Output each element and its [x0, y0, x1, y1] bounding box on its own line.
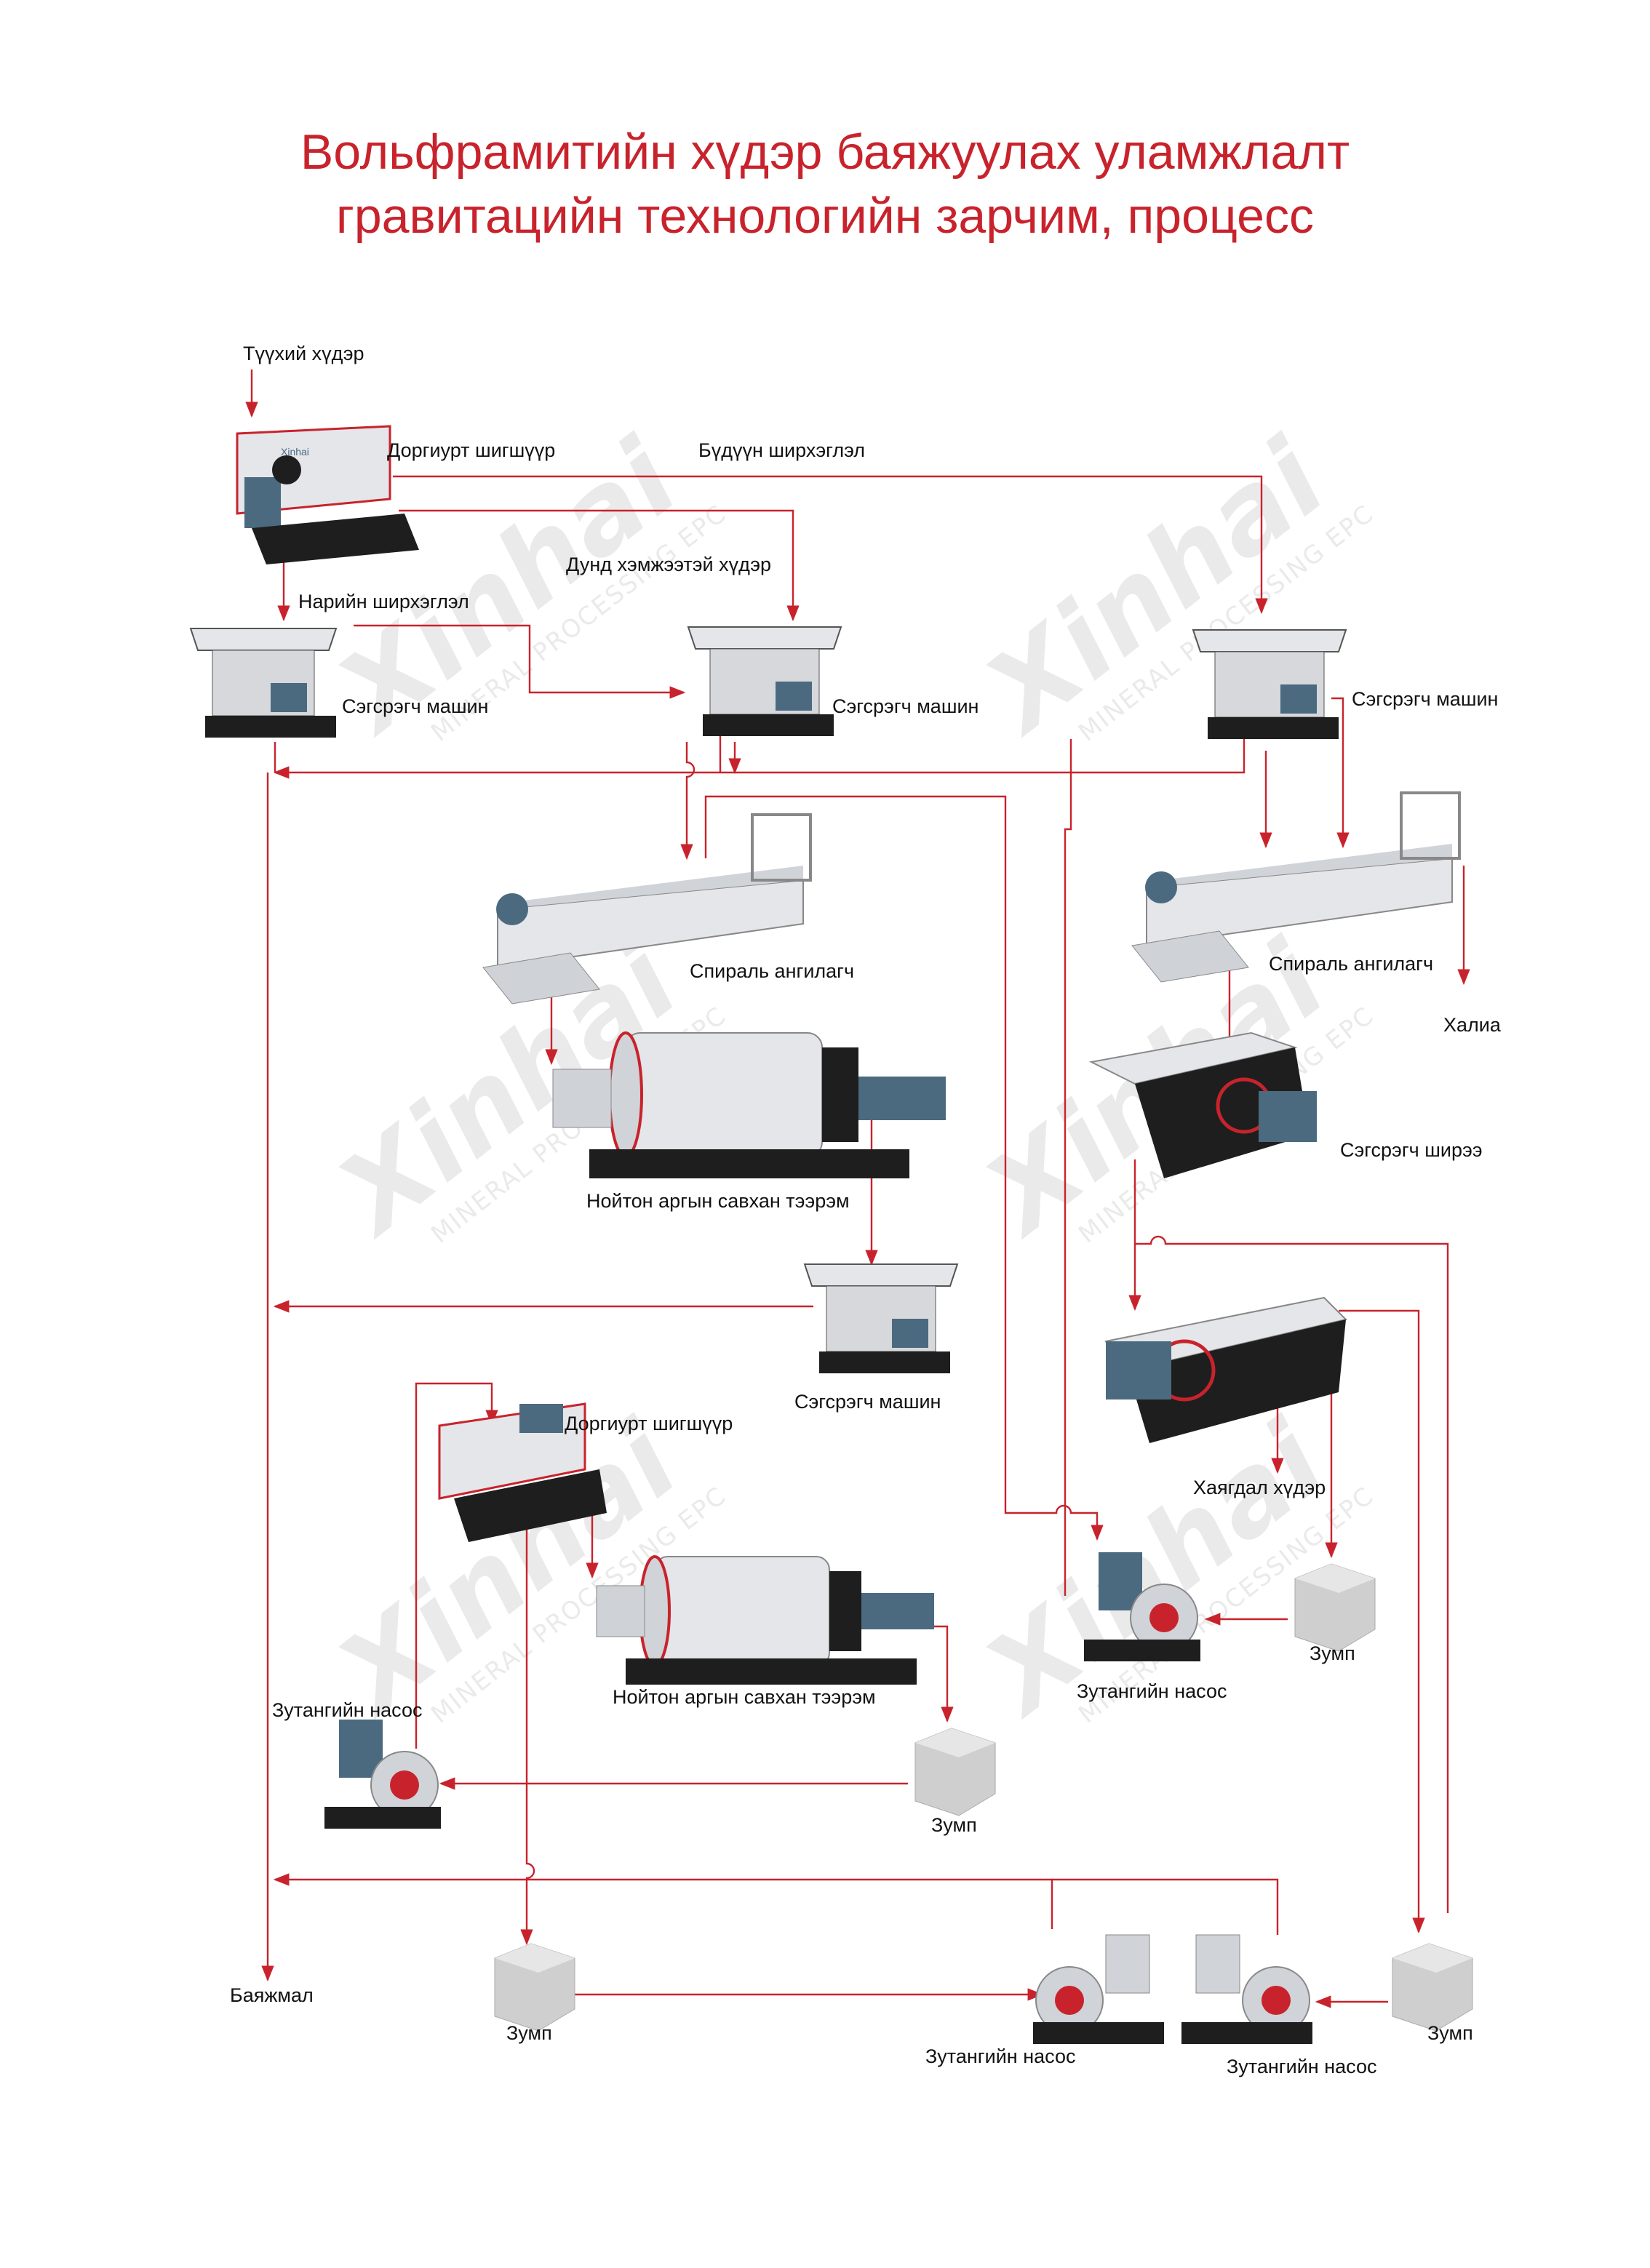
- title-line-2: гравитацийн технологийн зарчим, процесс: [336, 188, 1314, 244]
- label-slurry-pump-1: Зутангийн насос: [1077, 1680, 1227, 1702]
- jig-machine-1-icon: [189, 628, 338, 738]
- label-vibrating-screen-2: Доргиурт шигшүүр: [565, 1413, 733, 1434]
- jig-machine-2-icon: [687, 626, 842, 736]
- label-slurry-pump-4: Зутангийн насос: [1227, 2056, 1376, 2077]
- label-ball-mill-1: Нойтон аргын савхан тээрэм: [586, 1190, 850, 1212]
- jig-machine-3-icon: [1192, 629, 1347, 739]
- shaking-table-1-icon: [1088, 1031, 1317, 1178]
- slurry-pump-3-icon: [1033, 1934, 1164, 2044]
- label-waste-ore: Хаягдал хүдэр: [1193, 1477, 1326, 1498]
- vibrating-screen-1-icon: Xinhai: [236, 425, 419, 564]
- label-coarse-fraction: Бүдүүн ширхэглэл: [698, 439, 865, 461]
- sump-1-icon: [1294, 1563, 1376, 1652]
- label-medium-ore: Дунд хэмжээтэй хүдэр: [566, 554, 771, 575]
- sump-4-icon: [1392, 1943, 1473, 2032]
- label-jig-1: Сэгсрэгч машин: [342, 695, 488, 717]
- slurry-pump-4-icon: [1181, 1934, 1312, 2044]
- sump-3-icon: [494, 1943, 575, 2032]
- label-fine-fraction: Нарийн ширхэглэл: [298, 591, 469, 612]
- label-jig-2: Сэгсрэгч машин: [832, 695, 979, 717]
- spiral-classifier-2-icon: [1131, 791, 1461, 983]
- label-vibrating-screen-1: Доргиурт шигшүүр: [387, 439, 555, 461]
- ball-mill-1-icon: [552, 1031, 946, 1178]
- ball-mill-2-icon: [596, 1555, 934, 1685]
- label-sump-1: Зумп: [1310, 1642, 1355, 1664]
- jig-machine-4-icon: [803, 1263, 959, 1373]
- label-concentrate: Баяжмал: [230, 1984, 314, 2006]
- label-spiral-2: Спираль ангилагч: [1269, 953, 1433, 975]
- vibrating-screen-2-icon: [438, 1402, 607, 1542]
- label-sump-4: Зумп: [1427, 2022, 1473, 2044]
- spiral-classifier-1-icon: [482, 813, 812, 1005]
- label-tailings: Халиа: [1443, 1014, 1502, 1036]
- label-slurry-pump-2: Зутангийн насос: [272, 1699, 422, 1721]
- label-shaking-table-1: Сэгсрэгч ширээ: [1340, 1139, 1483, 1161]
- label-sump-3: Зумп: [506, 2022, 552, 2044]
- label-jig-4: Сэгсрэгч машин: [794, 1391, 941, 1413]
- label-slurry-pump-3: Зутангийн насос: [925, 2045, 1075, 2067]
- title-line-1: Вольфрамитийн хүдэр баяжуулах уламжлалт: [300, 124, 1350, 180]
- label-jig-3: Сэгсрэгч машин: [1352, 688, 1498, 710]
- label-ball-mill-2: Нойтон аргын савхан тээрэм: [613, 1686, 876, 1708]
- label-sump-2: Зумп: [931, 1814, 977, 1836]
- sump-2-icon: [914, 1728, 996, 1816]
- shaking-table-2-icon: [1104, 1296, 1347, 1443]
- label-raw-ore: Түүхий хүдэр: [243, 343, 364, 364]
- flow-lines: [245, 370, 1470, 2008]
- slurry-pump-1-icon: [1084, 1552, 1200, 1661]
- svg-text:Xinhai: Xinhai: [281, 446, 309, 458]
- label-spiral-1: Спираль ангилагч: [690, 960, 854, 982]
- slurry-pump-2-icon: [324, 1720, 441, 1829]
